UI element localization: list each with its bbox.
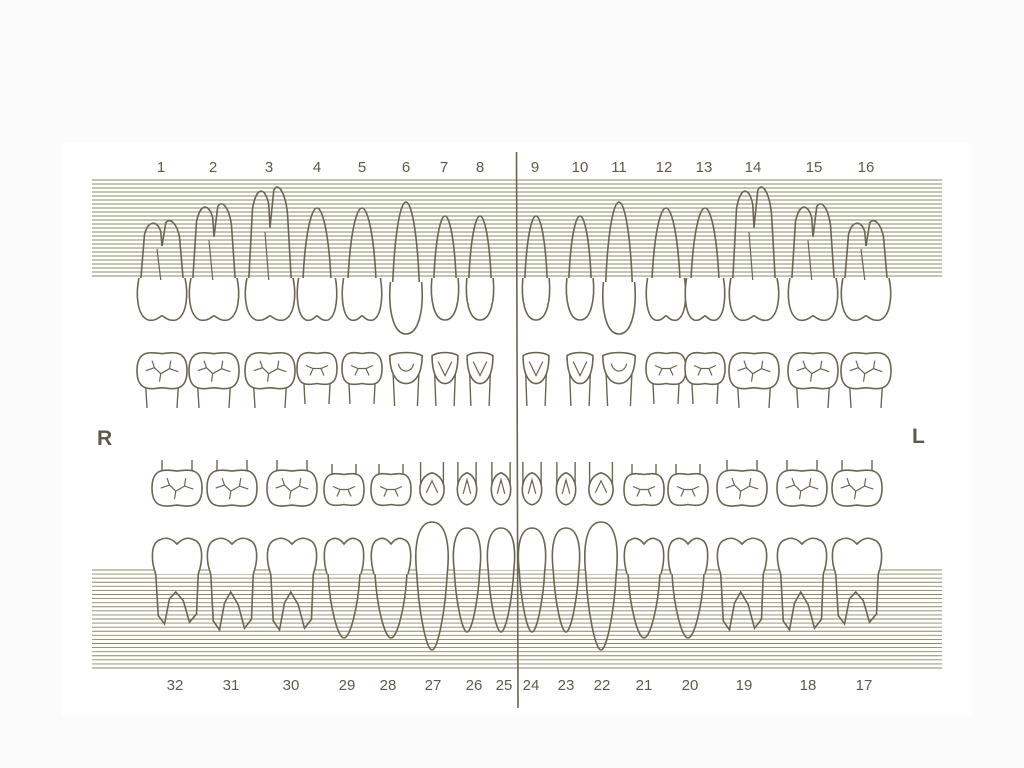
tooth-number-22: 22 <box>594 677 611 694</box>
tooth-number-10: 10 <box>572 159 589 176</box>
tooth-number-26: 26 <box>466 677 483 694</box>
tooth-number-12: 12 <box>656 159 673 176</box>
tooth-number-25: 25 <box>496 677 513 694</box>
tooth-number-28: 28 <box>380 677 397 694</box>
tooth-number-9: 9 <box>531 159 539 176</box>
tooth-number-18: 18 <box>800 677 817 694</box>
tooth-number-17: 17 <box>856 677 873 694</box>
tooth-number-13: 13 <box>696 159 713 176</box>
tooth-number-27: 27 <box>425 677 442 694</box>
side-label-left: L <box>912 425 925 448</box>
tooth-number-15: 15 <box>806 159 823 176</box>
tooth-number-8: 8 <box>476 159 484 176</box>
tooth-number-4: 4 <box>313 159 321 176</box>
tooth-number-7: 7 <box>440 159 448 176</box>
side-label-right: R <box>97 427 112 450</box>
tooth-number-31: 31 <box>223 677 240 694</box>
tooth-number-19: 19 <box>736 677 753 694</box>
tooth-number-3: 3 <box>265 159 273 176</box>
tooth-number-11: 11 <box>611 159 627 176</box>
tooth-number-30: 30 <box>283 677 300 694</box>
tooth-number-2: 2 <box>209 159 217 176</box>
tooth-number-5: 5 <box>358 159 366 176</box>
tooth-number-24: 24 <box>523 677 540 694</box>
tooth-number-6: 6 <box>402 159 410 176</box>
tooth-number-14: 14 <box>745 159 762 176</box>
tooth-number-29: 29 <box>339 677 356 694</box>
tooth-number-16: 16 <box>858 159 875 176</box>
tooth-number-32: 32 <box>167 677 184 694</box>
tooth-number-23: 23 <box>558 677 575 694</box>
tooth-number-20: 20 <box>682 677 699 694</box>
tooth-number-21: 21 <box>636 677 653 694</box>
tooth-number-1: 1 <box>157 159 165 176</box>
